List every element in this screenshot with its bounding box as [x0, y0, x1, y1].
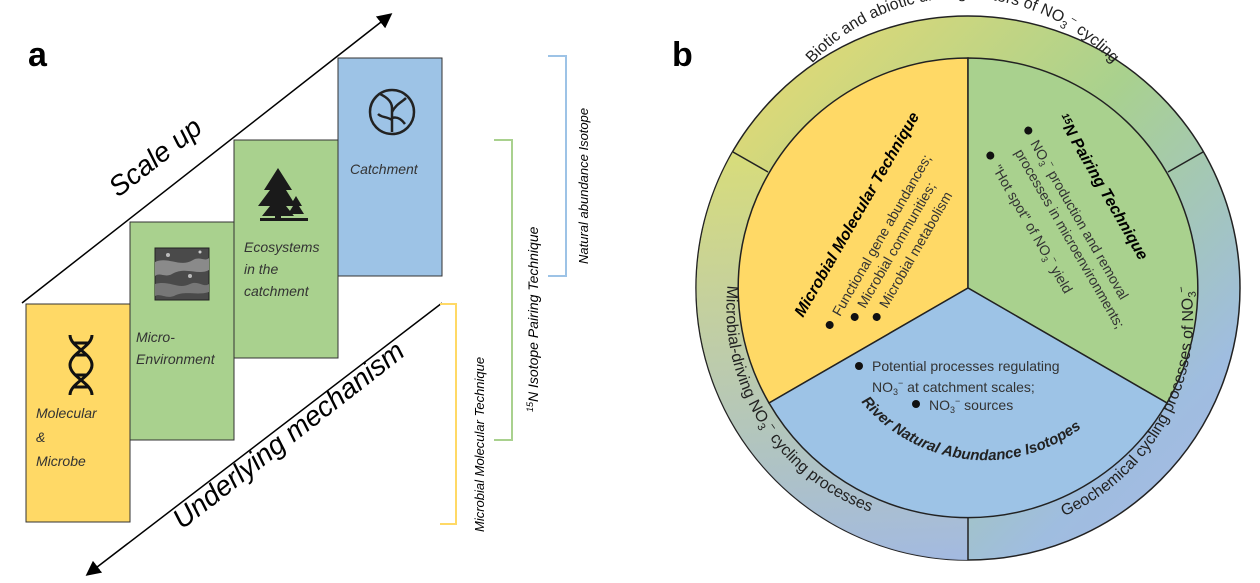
ecosystems-box-label: Ecosystems in the catchment	[244, 239, 323, 299]
isotope-pairing-bracket	[494, 139, 513, 441]
bullet-2	[850, 312, 859, 321]
panel-a: a	[21, 13, 591, 576]
dna-icon	[68, 334, 94, 396]
river-network-icon	[368, 88, 416, 136]
bullet-5	[986, 151, 995, 160]
bullet-4	[1024, 126, 1033, 135]
microbial-technique-label: Microbial Molecular Technique	[472, 357, 487, 532]
bullet-6	[855, 362, 863, 370]
micro-environment-box	[129, 221, 235, 441]
catchment-box	[337, 57, 443, 277]
pairing-sector	[967, 57, 1199, 405]
panel-a-label: a	[28, 36, 48, 74]
natural-abundance-bracket	[548, 55, 567, 277]
bullet-3	[872, 312, 881, 321]
microbial-bracket	[440, 303, 457, 525]
soil-texture-icon	[154, 247, 210, 301]
bullet-7	[912, 400, 920, 408]
panel-b-label: b	[672, 36, 693, 74]
natural-item-1-line-2: NO3− at catchment scales;	[872, 378, 1035, 397]
tree-icon	[258, 168, 308, 221]
scale-up-label: Scale up	[103, 111, 208, 203]
micro-environment-box-label: Micro- Environment	[136, 329, 216, 367]
scale-up-arrow	[21, 13, 393, 304]
bullet-1	[825, 320, 834, 329]
natural-abundance-label: Natural abundance Isotope	[576, 108, 591, 264]
natural-item-1-line-1: Potential processes regulating	[872, 358, 1060, 374]
natural-item-2: NO3− sources	[929, 396, 1013, 415]
molecular-box	[25, 303, 131, 523]
ring-divider-left	[732, 151, 769, 173]
isotope-pairing-label: 15N Isotope Pairing Technique	[525, 226, 541, 412]
panel-b: b Biotic and abiotic driving factors of …	[672, 0, 1241, 561]
microbial-sector	[737, 57, 969, 405]
ring-divider-right	[1167, 151, 1204, 173]
underlying-mechanism-arrow	[85, 302, 443, 576]
natural-sector	[767, 287, 1169, 519]
catchment-box-label: Catchment	[350, 161, 419, 177]
molecular-box-label: Molecular & Microbe	[36, 405, 101, 469]
ecosystems-box	[233, 139, 339, 359]
